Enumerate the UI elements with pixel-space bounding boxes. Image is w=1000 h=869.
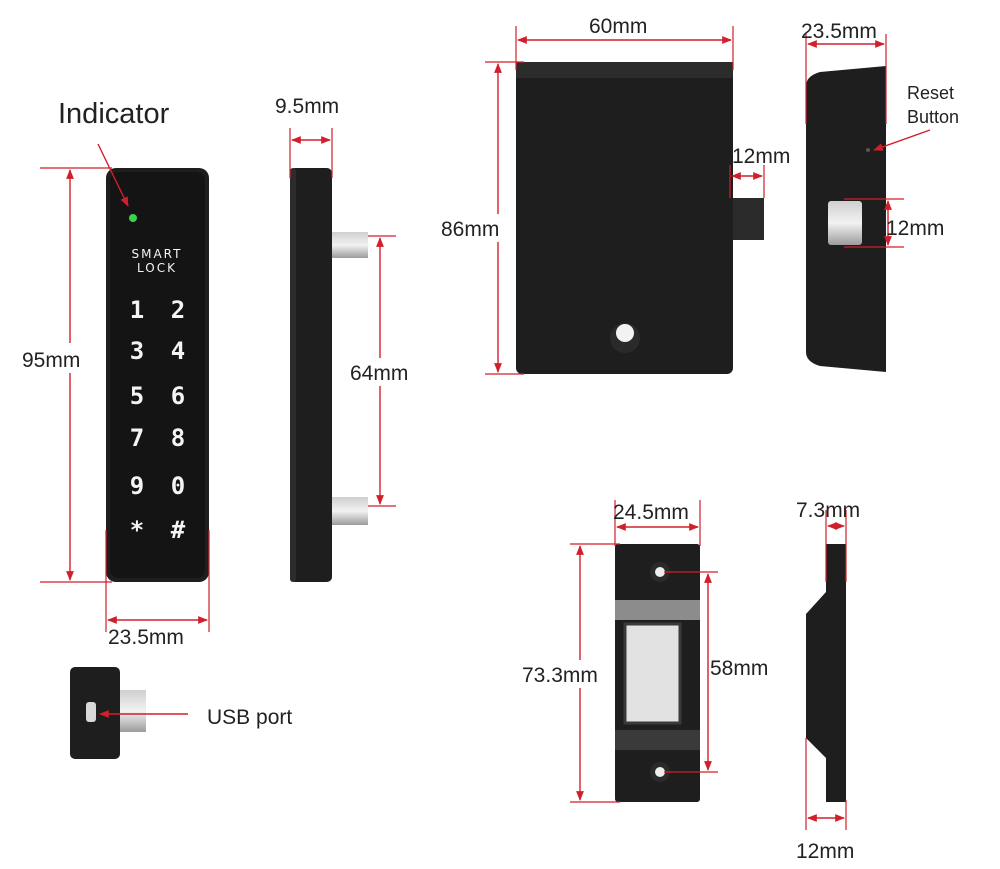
keypad-face [110, 172, 205, 578]
keypad-key: * [130, 516, 144, 544]
brand-lock: LOCK [137, 261, 177, 275]
lock-bolt-label: 12mm [732, 145, 790, 168]
keypad-key: 6 [171, 382, 185, 410]
lock-width-label: 60mm [589, 15, 647, 38]
strike-plate-front-view [615, 544, 700, 802]
usb-port-view [70, 667, 146, 759]
indicator-label: Indicator [58, 98, 170, 130]
mounting-post-top [332, 232, 368, 258]
usb-port-label: USB port [207, 706, 292, 729]
keypad-height-label: 95mm [22, 349, 80, 372]
keypad-key: 8 [171, 424, 185, 452]
reset-button-arrow [873, 129, 931, 151]
keypad-width-label: 23.5mm [108, 626, 184, 649]
strike-hole-spacing-label: 58mm [710, 657, 768, 680]
usb-cable-stub [118, 690, 146, 732]
strike-plate-side-body [806, 544, 846, 802]
keypad-thickness-label: 9.5mm [275, 95, 339, 118]
lock-bolt [730, 198, 764, 240]
lock-side-view [806, 66, 886, 372]
lock-body [516, 62, 733, 374]
keypad-side-view [290, 168, 368, 582]
reset-button-label-line2: Button [907, 107, 959, 127]
mounting-post-bottom [332, 497, 368, 525]
strike-width-label: 24.5mm [613, 501, 689, 524]
bolt-spacing-label: 64mm [350, 362, 408, 385]
strike-thickness-label: 7.3mm [796, 499, 860, 522]
reset-button-label-line1: Reset [907, 83, 954, 103]
keypad-key: 7 [130, 424, 144, 452]
lock-body-front-view [516, 62, 764, 374]
keypad-key: 5 [130, 382, 144, 410]
keypad-key: 9 [130, 472, 144, 500]
keypad-key: # [171, 516, 186, 544]
strike-height-label: 73.3mm [522, 664, 598, 687]
lock-height-label: 86mm [441, 218, 499, 241]
strike-depth-label: 12mm [796, 840, 854, 863]
keypad-key: 2 [171, 296, 185, 324]
keypad-key: 1 [130, 296, 144, 324]
side-depth-label: 23.5mm [801, 20, 877, 43]
keypad-side-body [290, 168, 332, 582]
usb-port-icon [86, 702, 96, 722]
lock-keyhole [616, 324, 634, 342]
reset-button-hole [866, 148, 870, 152]
indicator-led [129, 214, 137, 222]
side-bolt-label: 12mm [886, 217, 944, 240]
strike-plate-hole-bottom [655, 767, 665, 777]
strike-plate-opening [623, 622, 682, 725]
keypad-key: 4 [171, 337, 185, 365]
keypad-key: 0 [171, 472, 185, 500]
keypad-key: 3 [130, 337, 144, 365]
strike-plate-side-view [806, 544, 846, 802]
brand-smart: SMART [132, 247, 183, 261]
side-bolt [828, 201, 862, 245]
strike-plate-hole-top [655, 567, 665, 577]
indicator-arrow [97, 143, 129, 207]
